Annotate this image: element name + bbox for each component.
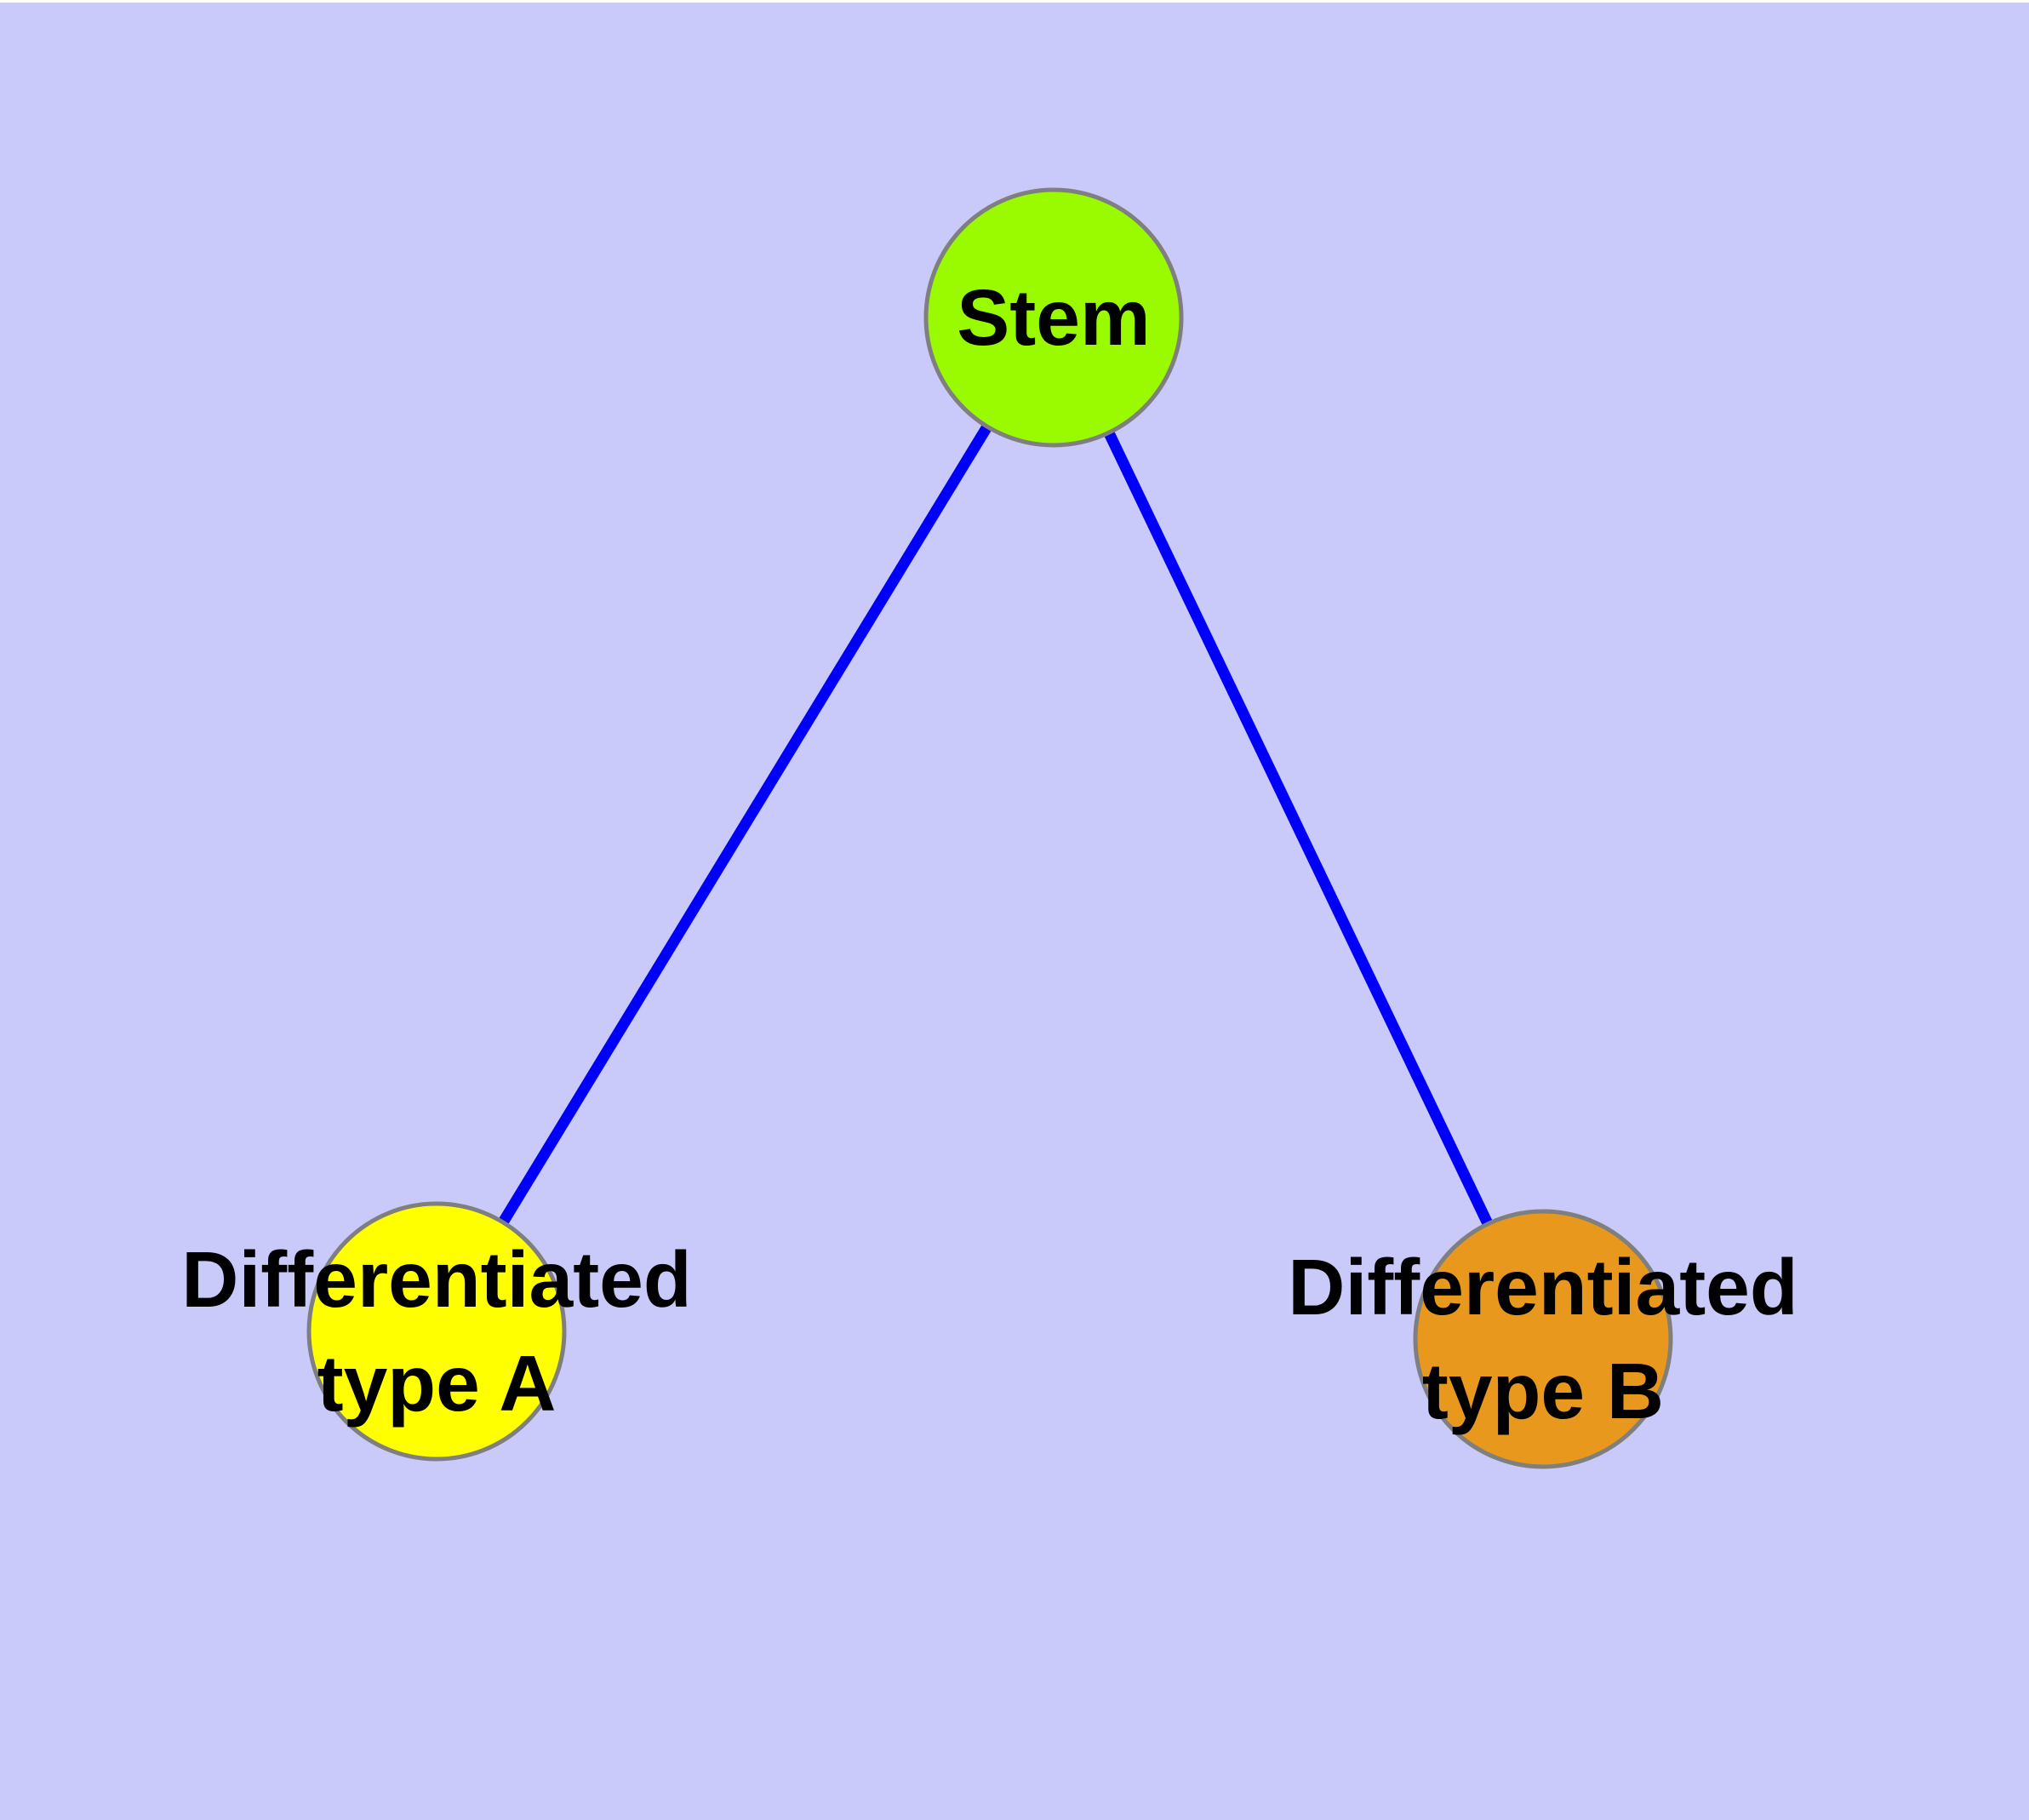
node-type-b-label-line2: type B [1422, 1347, 1664, 1435]
node-type-b-label-line1: Differentiated [1288, 1243, 1798, 1331]
node-type-a-label-line2: type A [317, 1339, 557, 1428]
edge-stem-to-type-a [432, 314, 1059, 1335]
node-type-b [1413, 1209, 1673, 1469]
node-type-a [306, 1201, 567, 1462]
node-type-a-label-line1: Differentiated [181, 1235, 691, 1324]
node-stem [923, 187, 1184, 448]
edge-stem-to-type-b [1049, 315, 1548, 1342]
node-stem-label: Stem [957, 273, 1150, 362]
